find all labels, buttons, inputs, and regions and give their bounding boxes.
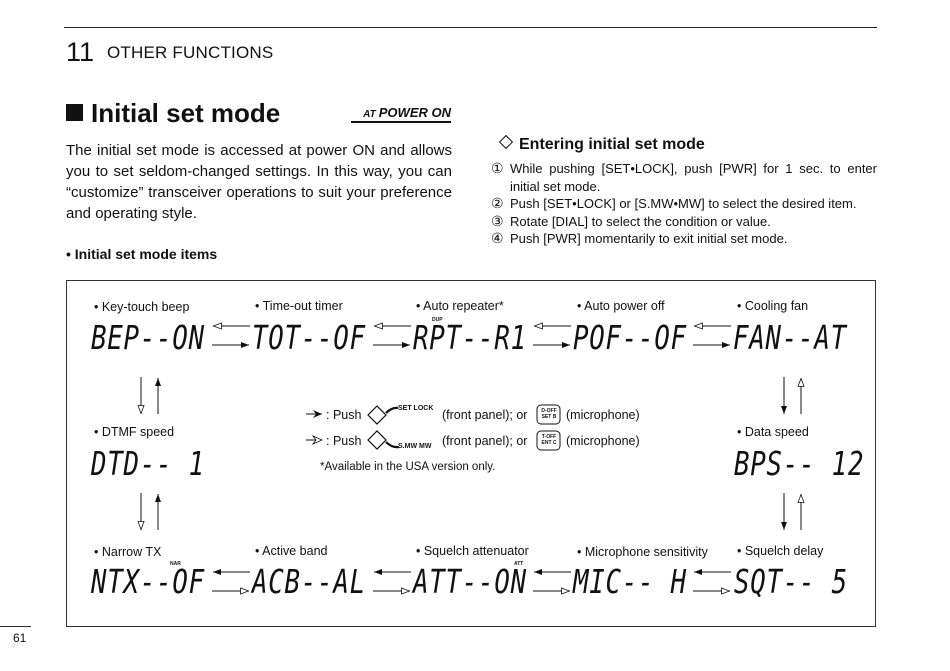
section-title: Initial set mode [66, 98, 280, 129]
lcd-pof: POF--OF [573, 318, 687, 357]
legend-open-arrow-icon [306, 435, 323, 445]
lcd-rpt: RPT--R1 [413, 318, 527, 357]
chapter-number: 11 [66, 37, 95, 67]
lcd-bps: BPS-- 12 [734, 444, 865, 483]
lcd-tot: TOT--OF [252, 318, 366, 357]
smw-key-icon [367, 430, 400, 450]
lcd-bep: BEP--ON [91, 318, 205, 357]
usa-version-note: *Available in the USA version only. [320, 461, 496, 473]
nar-indicator: NAR [170, 561, 181, 567]
label-auto-power-off: • Auto power off [577, 299, 665, 313]
legend-push-label-2: : Push [326, 434, 362, 448]
items-heading: • Initial set mode items [66, 246, 218, 262]
att-indicator: ATT [514, 561, 524, 567]
lcd-acb: ACB--AL [252, 562, 366, 601]
lcd-sqt: SQT-- 5 [734, 562, 848, 601]
label-time-out-timer: • Time-out timer [255, 299, 343, 313]
square-bullet-icon [66, 104, 83, 121]
mic-key-c-icon [536, 430, 561, 451]
legend-front-panel-1: (front panel); or [442, 408, 528, 422]
top-rule [64, 27, 877, 28]
label-squelch-attenuator: • Squelch attenuator [416, 544, 529, 558]
entering-heading: Entering initial set mode [498, 134, 705, 154]
label-auto-repeater: • Auto repeater* [416, 299, 504, 313]
legend-microphone-1: (microphone) [566, 408, 640, 422]
legend-push-label-1: : Push [326, 408, 362, 422]
legend-front-panel-2: (front panel); or [442, 434, 528, 448]
label-dtmf-speed: • DTMF speed [94, 425, 175, 439]
page-number: 61 [13, 631, 27, 645]
legend-microphone-2: (microphone) [566, 434, 640, 448]
mic-key-b-icon [536, 404, 561, 425]
legend-filled-arrow-icon [306, 410, 322, 418]
label-active-band: • Active band [255, 544, 328, 558]
label-data-speed: • Data speed [737, 425, 809, 439]
page-rule [0, 626, 31, 627]
chapter-title: OTHER FUNCTIONS [107, 43, 274, 62]
lcd-dtd: DTD-- 1 [91, 444, 205, 483]
label-key-touch-beep: • Key-touch beep [94, 300, 190, 314]
lcd-fan: FAN--AT [733, 318, 847, 357]
label-cooling-fan: • Cooling fan [737, 299, 809, 313]
items-diagram-box [66, 280, 876, 627]
lcd-att: ATT--ON [413, 562, 527, 601]
dup-indicator: DUP [432, 317, 443, 323]
label-narrow-tx: • Narrow TX [94, 545, 162, 559]
smw-label: S.MW MW [398, 443, 432, 450]
intro-paragraph: The initial set mode is accessed at powe… [66, 142, 452, 222]
lcd-mic: MIC-- H [573, 562, 687, 601]
set-lock-label: SET LOCK [398, 405, 434, 412]
label-microphone-sensitivity: • Microphone sensitivity [577, 545, 708, 559]
set-lock-key-icon [367, 405, 399, 425]
lcd-ntx: NTX--OF [91, 562, 205, 601]
label-squelch-delay: • Squelch delay [737, 544, 824, 558]
